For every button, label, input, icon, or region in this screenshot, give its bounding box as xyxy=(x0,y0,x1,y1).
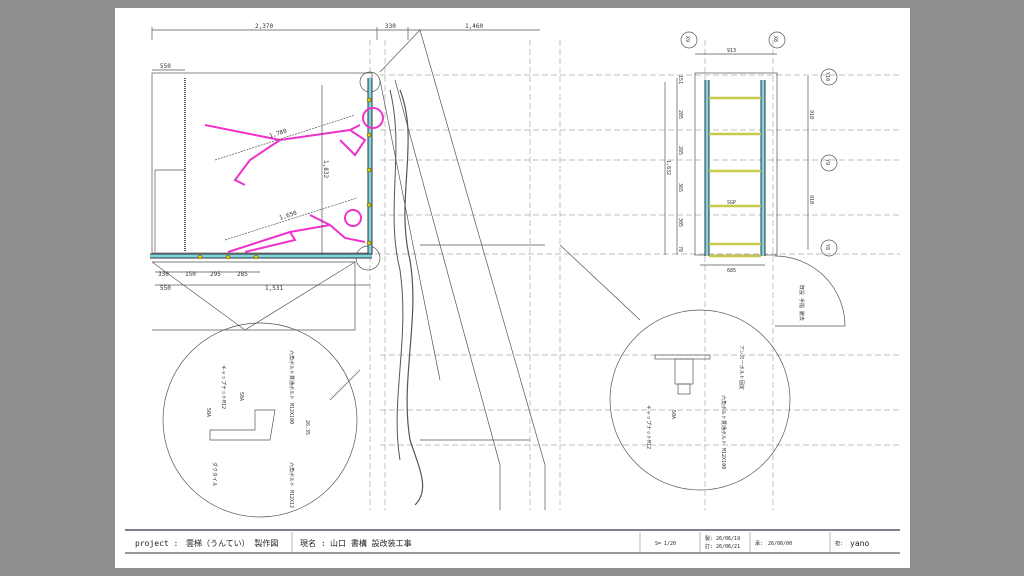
dim-figure-upper: 1,780 xyxy=(268,128,288,140)
date2-label: 訂: xyxy=(705,543,713,550)
pipe-side xyxy=(150,78,373,259)
date1: 26/06/19 xyxy=(716,536,740,542)
grid-bubbles xyxy=(680,31,838,257)
dim-top-3: 1,460 xyxy=(465,23,483,30)
plan-dim-2: 285 xyxy=(677,110,683,119)
detail-left-label: 六角ボルト貫通ボルト M12X100 xyxy=(288,350,295,424)
plan-dim-4: 365 xyxy=(677,183,683,192)
dim-bottom-1: 330 xyxy=(158,271,169,278)
pipe-plan xyxy=(704,80,766,256)
plan-dim-right-1: 910 xyxy=(808,110,814,119)
grid-y9: Y9 xyxy=(824,159,830,165)
date2: 26/06/21 xyxy=(716,544,740,550)
plan-width-top: 913 xyxy=(727,48,736,54)
author: yano xyxy=(850,539,869,548)
dim-bottom-4: 285 xyxy=(237,271,248,278)
detail-left-label: キャップナットM12 xyxy=(220,365,226,409)
detail-right-label: 50A xyxy=(670,410,676,419)
plan-dim-5: 305 xyxy=(677,218,683,227)
dim-bottom-3: 295 xyxy=(210,271,221,278)
grid-lines xyxy=(150,40,900,510)
detail-left-label: ダクタイル xyxy=(211,462,218,487)
dim-top-1: 2,370 xyxy=(255,23,273,30)
plan-dim-3: 285 xyxy=(677,146,683,155)
date3: 26/00/00 xyxy=(768,541,792,547)
plan-note: 既設 手摺 撤去 xyxy=(798,285,805,321)
grid-x8: X8 xyxy=(772,36,778,42)
dim-height: 1,832 xyxy=(322,160,329,178)
dim-bottom-2: 150 xyxy=(185,271,196,278)
figure-upper xyxy=(204,107,384,186)
rungs xyxy=(709,96,761,258)
plan-dim-6: 78 xyxy=(677,246,683,252)
dim-top-2: 330 xyxy=(385,23,396,30)
title-block: project : 雲梯（うんてい） 製作図 現名 : 山口 書構 設改装工事 … xyxy=(125,529,900,554)
dim-550: 550 xyxy=(160,63,171,70)
detail-left-label: 50A xyxy=(238,392,244,401)
dim-bottom2-1: 550 xyxy=(160,285,171,292)
plan-dim-right-2: 910 xyxy=(808,195,814,204)
drawing-sheet xyxy=(115,8,910,568)
rung-note: SGP xyxy=(727,200,736,206)
scale: S= 1/20 xyxy=(655,541,676,547)
grid-y8: Y8 xyxy=(824,244,830,250)
project-name: 雲梯（うんてい） 製作図 xyxy=(186,538,278,548)
detail-left-label: 26.35 xyxy=(304,420,310,435)
site-name: 山口 書構 設改装工事 xyxy=(330,538,412,548)
detail-circle-right xyxy=(609,309,791,491)
detail-right-label: アンカーボルト固定 xyxy=(738,345,745,390)
detail-circle-left xyxy=(162,322,358,518)
detail-right-label: キャップナットM12 xyxy=(645,405,651,449)
detail-right-label: 六角ボルト貫通ボルト M12X100 xyxy=(720,395,727,469)
detail-left-label: 50A xyxy=(205,408,211,417)
plan-dim-1: 151 xyxy=(677,75,683,84)
site-label: 現名 : xyxy=(300,538,326,548)
plan-width-bottom: 685 xyxy=(727,268,736,274)
date1-label: 製: xyxy=(705,535,713,542)
plan-dim-total: 1,832 xyxy=(665,160,671,175)
dim-bottom2-2: 1,531 xyxy=(265,285,283,292)
detail-left-label: 六角ボルト M12X12 xyxy=(288,462,295,508)
grid-x9: X9 xyxy=(684,36,690,42)
author-label: 担: xyxy=(835,540,843,547)
grid-y10: Y10 xyxy=(824,72,830,81)
date3-label: 承: xyxy=(755,540,763,547)
project-label: project : xyxy=(135,539,178,548)
figure-lower xyxy=(227,209,366,253)
